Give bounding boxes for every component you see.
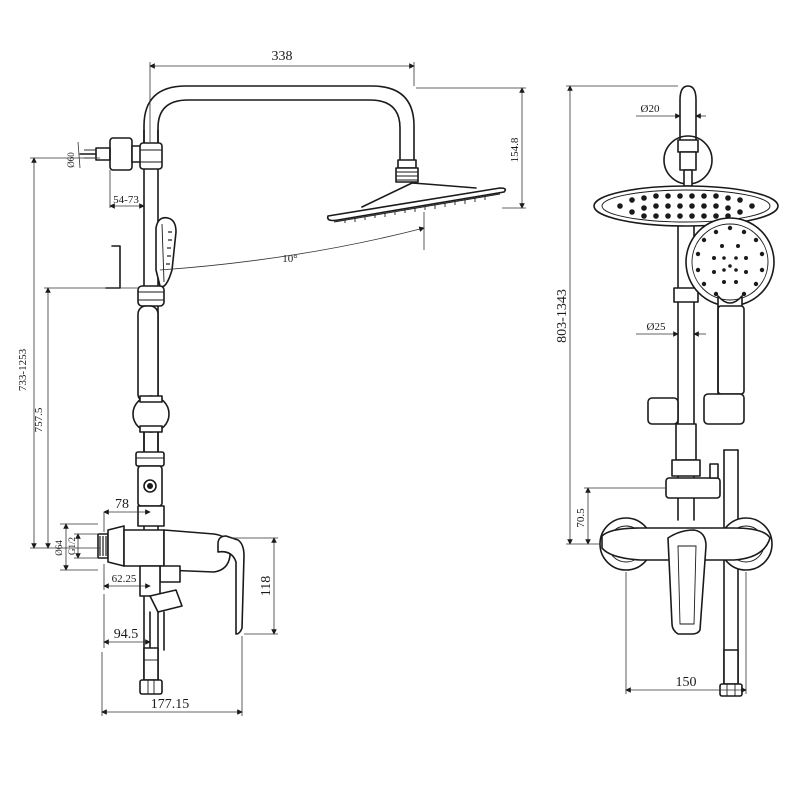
dim-nut-dia: Ø64 G1/2 <box>54 523 98 571</box>
dim-head-drop: 154.8 <box>416 87 526 209</box>
lower-fittings <box>135 451 165 527</box>
dim-body-depth-a: 62.25 <box>103 564 151 590</box>
label-inlet-distance: 78 <box>115 497 129 512</box>
label-total-depth: 177.15 <box>151 697 190 712</box>
label-pipe-dia: Ø25 <box>647 321 666 333</box>
shower-arm <box>139 85 419 183</box>
mixer-body <box>97 525 245 651</box>
dim-inlet-distance: 78 <box>103 497 151 532</box>
dim-tilt-angle: 10° <box>159 212 425 271</box>
hose-connector <box>139 647 163 695</box>
label-thread-size: G1/2 <box>67 537 77 555</box>
front-hand-shower <box>647 217 775 425</box>
dim-total-height: 733-1253 <box>17 157 100 549</box>
label-nut-dia: Ø64 <box>54 540 64 556</box>
dim-arm-length: 338 <box>149 49 415 142</box>
front-hose-connector <box>719 649 743 697</box>
dim-rail-height: 757.5 <box>33 287 138 549</box>
dim-centers-width: 150 <box>625 572 747 694</box>
dim-bracket-offset: 54-73 <box>109 170 145 209</box>
label-body-depth-a: 62.25 <box>112 573 137 585</box>
front-rain-head <box>593 185 779 227</box>
front-view: Ø20 Ø25 803-1343 70.5 150 <box>555 85 779 697</box>
label-rail-height: 757.5 <box>33 407 45 432</box>
front-arm <box>663 85 713 187</box>
label-arm-length: 338 <box>272 49 293 64</box>
label-centers-width: 150 <box>676 675 697 690</box>
dim-pipe-dia: Ø25 <box>636 321 706 337</box>
label-side-total-height: 803-1343 <box>555 289 570 343</box>
dim-side-inlet-height: 70.5 <box>575 487 666 545</box>
dim-body-height: 118 <box>232 537 278 635</box>
label-tilt-angle: 10° <box>282 253 297 265</box>
label-head-drop: 154.8 <box>509 137 521 162</box>
dim-pipe-dia-top: Ø20 <box>636 103 706 119</box>
diverter-knob <box>132 395 170 453</box>
front-mixer <box>599 517 773 635</box>
dim-body-depth-b: 94.5 <box>103 594 151 648</box>
dim-total-depth: 177.15 <box>101 636 243 716</box>
label-side-inlet-height: 70.5 <box>575 508 587 528</box>
label-body-depth-b: 94.5 <box>114 627 139 642</box>
label-bracket-offset: 54-73 <box>113 194 139 206</box>
dim-side-total-height: 803-1343 <box>555 85 678 545</box>
label-wall-bracket-dia: Ø60 <box>66 152 76 168</box>
label-body-height: 118 <box>259 576 274 596</box>
wall-bracket-top <box>79 137 143 171</box>
dim-wall-bracket: Ø60 <box>66 141 81 169</box>
label-total-height: 733-1253 <box>17 348 29 391</box>
allen-key-icon <box>105 245 121 289</box>
label-pipe-dia-top: Ø20 <box>641 103 660 115</box>
rain-shower-head <box>326 182 507 223</box>
side-view: 338 154.8 Ø60 54-73 10° 733-1253 <box>17 49 526 716</box>
